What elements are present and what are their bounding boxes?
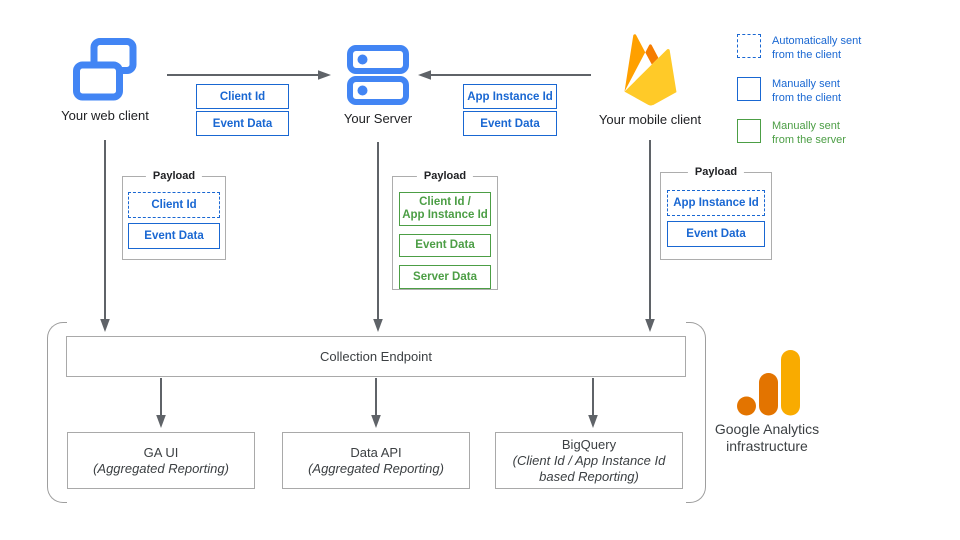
flow-label-event-data-mobile: Event Data (463, 111, 557, 136)
web-client-label: Your web client (61, 108, 149, 123)
legend-label: Automatically sent from the client (772, 34, 861, 62)
google-analytics-logo-icon (737, 350, 800, 416)
legend-label: Manually sent from the client (772, 77, 841, 105)
mobile-client-label: Your mobile client (598, 112, 702, 127)
legend-label-line: Automatically sent (772, 35, 862, 47)
output-subtitle: (Aggregated Reporting) (93, 460, 229, 476)
server-icon (347, 45, 409, 105)
legend-label-line: from the client (772, 92, 842, 104)
flow-label-client-id: Client Id (196, 84, 289, 109)
infra-bracket-right (686, 322, 706, 503)
legend-label: Manually sent from the server (772, 119, 846, 147)
arrow-mobile-down (645, 140, 655, 332)
legend-label-line: from the client (772, 49, 842, 61)
arrow-server-down (373, 142, 383, 332)
legend-item-manual-client: Manually sent from the client (737, 77, 841, 105)
flow-label-event-data-web: Event Data (196, 111, 289, 136)
legend-item-auto-client: Automatically sent from the client (737, 34, 861, 62)
mobile-client-entity: Your mobile client (585, 34, 715, 127)
payload-mobile: Payload App Instance Id Event Data (660, 166, 772, 260)
legend-label-line: Manually sent (772, 78, 840, 90)
arrow-endpoint-to-ga-ui (156, 378, 166, 428)
payload-server-title: Payload (416, 170, 474, 182)
legend-item-manual-server: Manually sent from the server (737, 119, 846, 147)
payload-server-ids-line: Client Id / (419, 195, 471, 208)
flow-label-app-instance-id: App Instance Id (463, 84, 557, 109)
output-title: BigQuery (561, 436, 617, 452)
web-client-icon (73, 38, 137, 101)
arrow-endpoint-to-data-api (371, 378, 381, 428)
legend-label-line: Manually sent (772, 120, 840, 132)
ga-infrastructure-label: Google Analytics infrastructure (700, 421, 834, 455)
output-box-ga-ui: GA UI (Aggregated Reporting) (67, 432, 255, 489)
payload-mobile-app-instance-id: App Instance Id (667, 190, 765, 216)
payload-web-client-id: Client Id (128, 192, 220, 218)
collection-endpoint-box: Collection Endpoint (66, 336, 686, 377)
legend-swatch-dashed-blue (737, 34, 761, 58)
payload-web-title: Payload (145, 170, 203, 182)
payload-server-server-data: Server Data (399, 265, 491, 289)
payload-mobile-title: Payload (687, 166, 745, 178)
arrow-web-to-server (167, 70, 331, 80)
payload-server-ids-line: App Instance Id (402, 208, 488, 221)
server-label: Your Server (343, 111, 413, 126)
payload-server: Payload Client Id / App Instance Id Even… (392, 170, 498, 290)
output-title: GA UI (143, 444, 179, 460)
web-client-entity: Your web client (40, 38, 170, 123)
legend-swatch-solid-blue (737, 77, 761, 101)
payload-server-event-data: Event Data (399, 233, 491, 258)
output-box-bigquery: BigQuery (Client Id / App Instance Id ba… (495, 432, 683, 489)
server-entity: Your Server (314, 45, 442, 126)
arrow-mobile-to-server (418, 70, 591, 80)
payload-server-ids: Client Id / App Instance Id (399, 192, 491, 226)
payload-mobile-event-data: Event Data (667, 221, 765, 247)
payload-web: Payload Client Id Event Data (122, 170, 226, 260)
legend-label-line: from the server (772, 134, 846, 146)
payload-web-event-data: Event Data (128, 223, 220, 249)
arrow-endpoint-to-bigquery (588, 378, 598, 428)
output-title: Data API (350, 444, 402, 460)
legend-swatch-solid-green (737, 119, 761, 143)
output-subtitle: (Aggregated Reporting) (308, 460, 444, 476)
firebase-icon (624, 34, 676, 106)
arrow-web-client-down (100, 140, 110, 332)
ga-infrastructure-line: Google Analytics (714, 421, 820, 437)
output-box-data-api: Data API (Aggregated Reporting) (282, 432, 470, 489)
infra-bracket-left (47, 322, 67, 503)
output-subtitle: (Client Id / App Instance Id based Repor… (512, 452, 666, 484)
ga-infrastructure-line: infrastructure (726, 438, 808, 454)
